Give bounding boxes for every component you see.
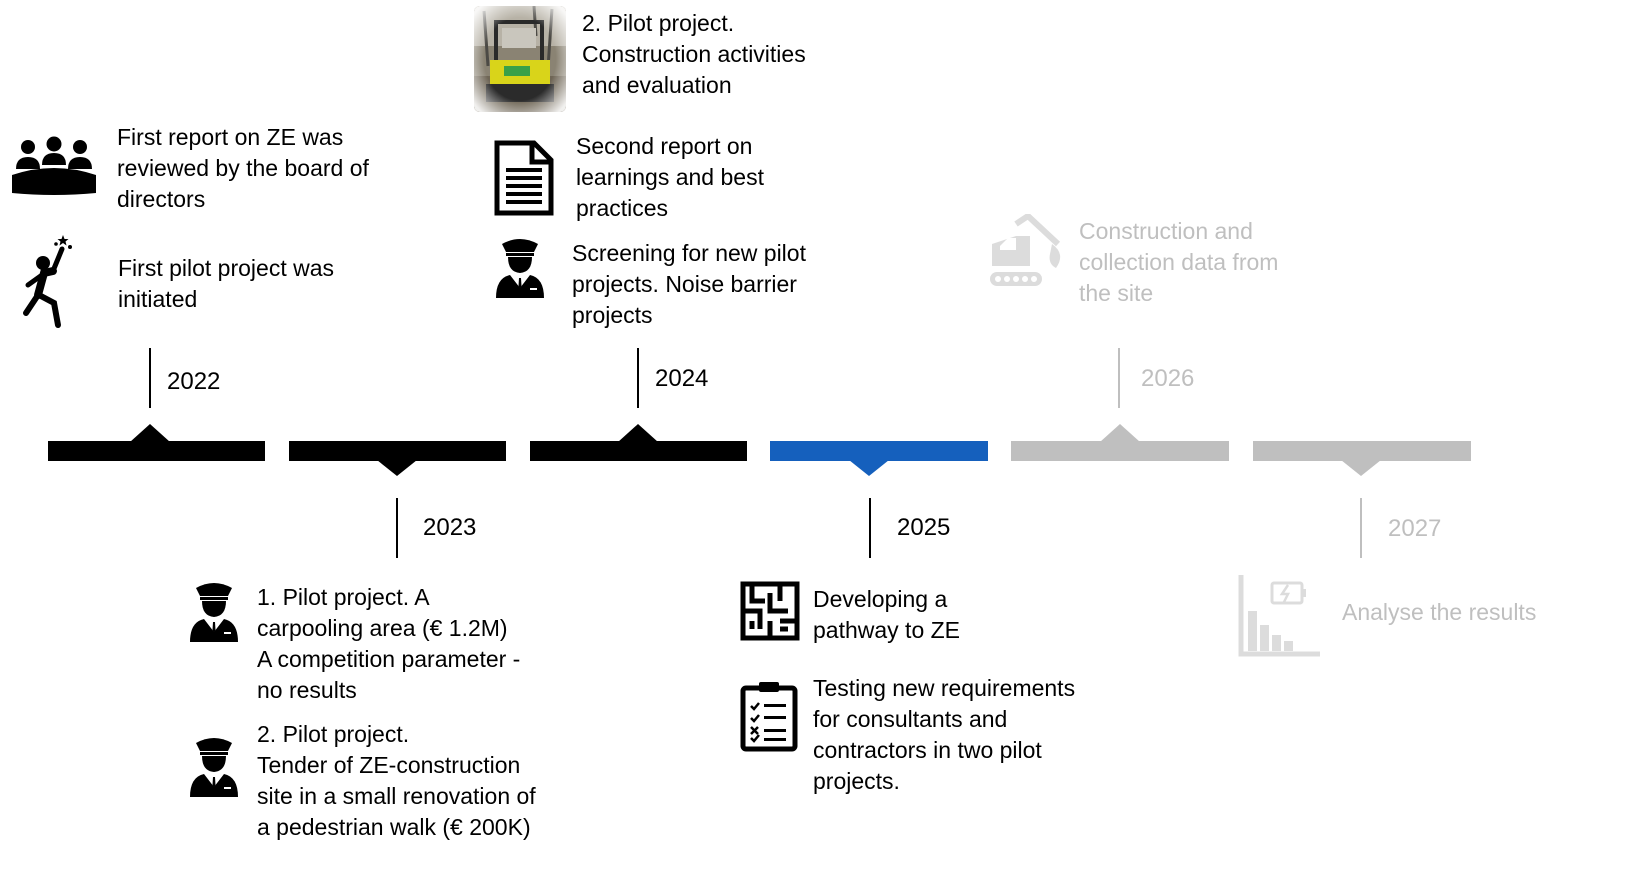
timeline-segment-2026 xyxy=(1011,441,1229,461)
officer-icon xyxy=(494,236,546,298)
milestone-text-pilot2-construction: 2. Pilot project. Construction activitie… xyxy=(582,10,806,98)
milestone-text-first-pilot: First pilot project was initiated xyxy=(118,255,335,312)
timeline-pointer-2023 xyxy=(377,460,417,476)
excavator-icon xyxy=(986,214,1066,290)
timeline-segment-2027 xyxy=(1253,441,1471,461)
meeting-icon xyxy=(10,135,98,197)
milestone-text-testing: Testing new requirements for consultants… xyxy=(813,675,1076,794)
analysis-chart-icon xyxy=(1236,573,1322,659)
milestone-text-data-collection: Construction and collection data from th… xyxy=(1079,218,1279,306)
year-label-2026: 2026 xyxy=(1141,365,1195,392)
year-tick-2023 xyxy=(396,498,398,558)
timeline-pointer-2022 xyxy=(130,424,170,442)
milestone-text-screening: Screening for new pilot projects. Noise … xyxy=(572,240,806,328)
year-tick-2026 xyxy=(1118,348,1120,408)
year-label-2027: 2027 xyxy=(1388,515,1442,542)
milestone-text-second-report: Second report on learnings and best prac… xyxy=(576,133,764,221)
timeline-segment-2022 xyxy=(48,441,265,461)
year-tick-2024 xyxy=(637,348,639,408)
milestone-text-board-report: First report on ZE was reviewed by the b… xyxy=(117,124,369,212)
timeline-segment-2023 xyxy=(289,441,506,461)
milestone-text-pilot1: 1. Pilot project. A carpooling area (€ 1… xyxy=(257,584,521,703)
year-tick-2025 xyxy=(869,498,871,558)
milestone-text-pathway: Developing a pathway to ZE xyxy=(813,586,961,643)
timeline-pointer-2026 xyxy=(1100,424,1140,442)
year-tick-2027 xyxy=(1360,498,1362,558)
celebrating-person-icon xyxy=(20,233,76,329)
officer-icon xyxy=(188,580,240,642)
excavator-photo xyxy=(474,6,566,112)
year-label-2022: 2022 xyxy=(167,368,221,395)
checklist-icon xyxy=(740,680,798,752)
milestone-text-analyse: Analyse the results xyxy=(1342,599,1537,625)
year-label-2023: 2023 xyxy=(423,514,477,541)
timeline-segment-2024 xyxy=(530,441,747,461)
timeline-segment-2025 xyxy=(770,441,988,461)
timeline-pointer-2025 xyxy=(849,460,889,476)
timeline-pointer-2024 xyxy=(618,424,658,442)
document-icon xyxy=(494,140,554,216)
year-label-2024: 2024 xyxy=(655,365,709,392)
maze-icon xyxy=(740,581,800,641)
officer-icon xyxy=(188,735,240,797)
year-tick-2022 xyxy=(149,348,151,408)
timeline-pointer-2027 xyxy=(1341,460,1381,476)
milestone-text-pilot2: 2. Pilot project. Tender of ZE-construct… xyxy=(257,721,536,840)
year-label-2025: 2025 xyxy=(897,514,951,541)
